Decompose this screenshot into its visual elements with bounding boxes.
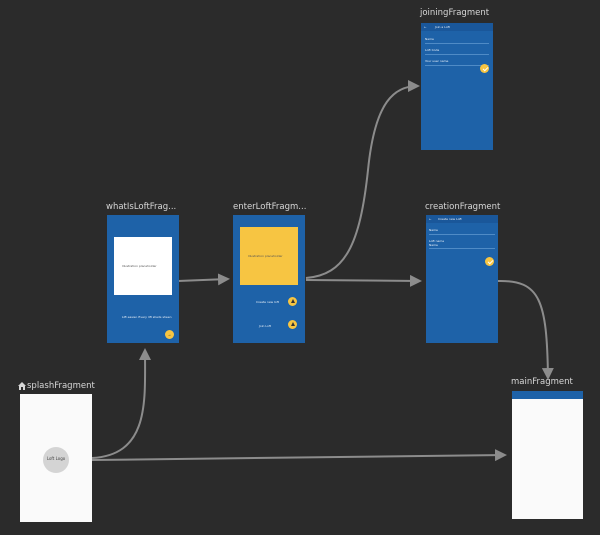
- arrow-splash-to-whatisloft: [91, 348, 152, 459]
- check-icon: [482, 65, 488, 72]
- illustration-placeholder-text: Illustration placeholder: [122, 264, 157, 268]
- add-icon: [290, 299, 295, 303]
- creation-field-loftname[interactable]: [429, 248, 495, 249]
- whatisloft-fragment-label: whatIsLoftFrag...: [106, 202, 177, 212]
- creation-field-name-label: Name: [429, 228, 438, 232]
- arrow-enterloft-to-joining: [305, 80, 420, 279]
- create-loft-option[interactable]: Create new loft: [256, 300, 279, 304]
- creation-title: Create new Loft: [438, 217, 462, 221]
- joining-title: Join a Loft: [435, 25, 450, 29]
- check-icon: [487, 258, 493, 265]
- creation-field-name[interactable]: [429, 234, 495, 235]
- whatisloft-fragment[interactable]: Illustration placeholder Lift easier. Ev…: [107, 215, 179, 343]
- splash-fragment-label: splashFragment: [27, 381, 95, 391]
- loft-logo: Loft Logo: [43, 447, 69, 473]
- joining-field-name[interactable]: [425, 43, 489, 44]
- joining-field-code[interactable]: [425, 54, 489, 55]
- joining-field-code-label: Loft Code: [425, 48, 440, 52]
- arrow-whatisloft-to-enterloft: [177, 273, 230, 286]
- arrow-right-icon: →: [168, 333, 171, 337]
- joining-fragment[interactable]: ← Join a Loft Name Loft Code Your user n…: [421, 23, 493, 150]
- creation-toolbar: [426, 215, 498, 223]
- joining-confirm-fab[interactable]: [480, 64, 489, 73]
- loft-logo-text: Loft Logo: [46, 456, 66, 461]
- creation-field-loftname-label: Loft name: [429, 239, 445, 243]
- join-loft-option[interactable]: Join Loft: [259, 324, 272, 328]
- back-arrow-icon[interactable]: ←: [429, 217, 432, 221]
- create-loft-button[interactable]: [288, 297, 297, 306]
- illustration-placeholder: Illustration placeholder: [240, 227, 298, 285]
- arrow-enterloft-to-creation: [305, 274, 422, 287]
- person-icon: [290, 322, 295, 326]
- creation-confirm-fab[interactable]: [485, 257, 494, 266]
- main-toolbar: [512, 391, 583, 399]
- joining-field-user[interactable]: [425, 65, 489, 66]
- enterloft-fragment[interactable]: Illustration placeholder Create new loft…: [233, 215, 305, 343]
- main-fragment[interactable]: [512, 391, 583, 519]
- joining-field-user-label: Your user name: [425, 59, 449, 63]
- creation-fragment[interactable]: ← Create new Loft Name Loft name Name: [426, 215, 498, 343]
- illustration-placeholder-text: Illustration placeholder: [248, 254, 283, 258]
- joining-fragment-label: joiningFragment: [420, 8, 490, 18]
- joining-toolbar: [421, 23, 493, 31]
- join-loft-button[interactable]: [288, 320, 297, 329]
- back-arrow-icon[interactable]: ←: [424, 25, 427, 29]
- home-icon: [18, 382, 26, 390]
- illustration-placeholder: Illustration placeholder: [114, 237, 172, 295]
- splash-fragment[interactable]: Loft Logo: [20, 394, 92, 522]
- enterloft-fragment-label: enterLoftFragm...: [233, 202, 307, 212]
- arrow-creation-to-main: [497, 279, 554, 380]
- whatisloft-next-fab[interactable]: →: [165, 330, 174, 339]
- creation-fragment-label: creationFragment: [425, 202, 501, 212]
- arrow-splash-to-main: [91, 449, 507, 462]
- main-fragment-label: mainFragment: [511, 377, 573, 387]
- joining-field-name-label: Name: [425, 37, 434, 41]
- whatisloft-caption: Lift easier. Every lift sheds sheen: [122, 315, 172, 319]
- creation-field-loftname-value[interactable]: Name: [429, 243, 438, 247]
